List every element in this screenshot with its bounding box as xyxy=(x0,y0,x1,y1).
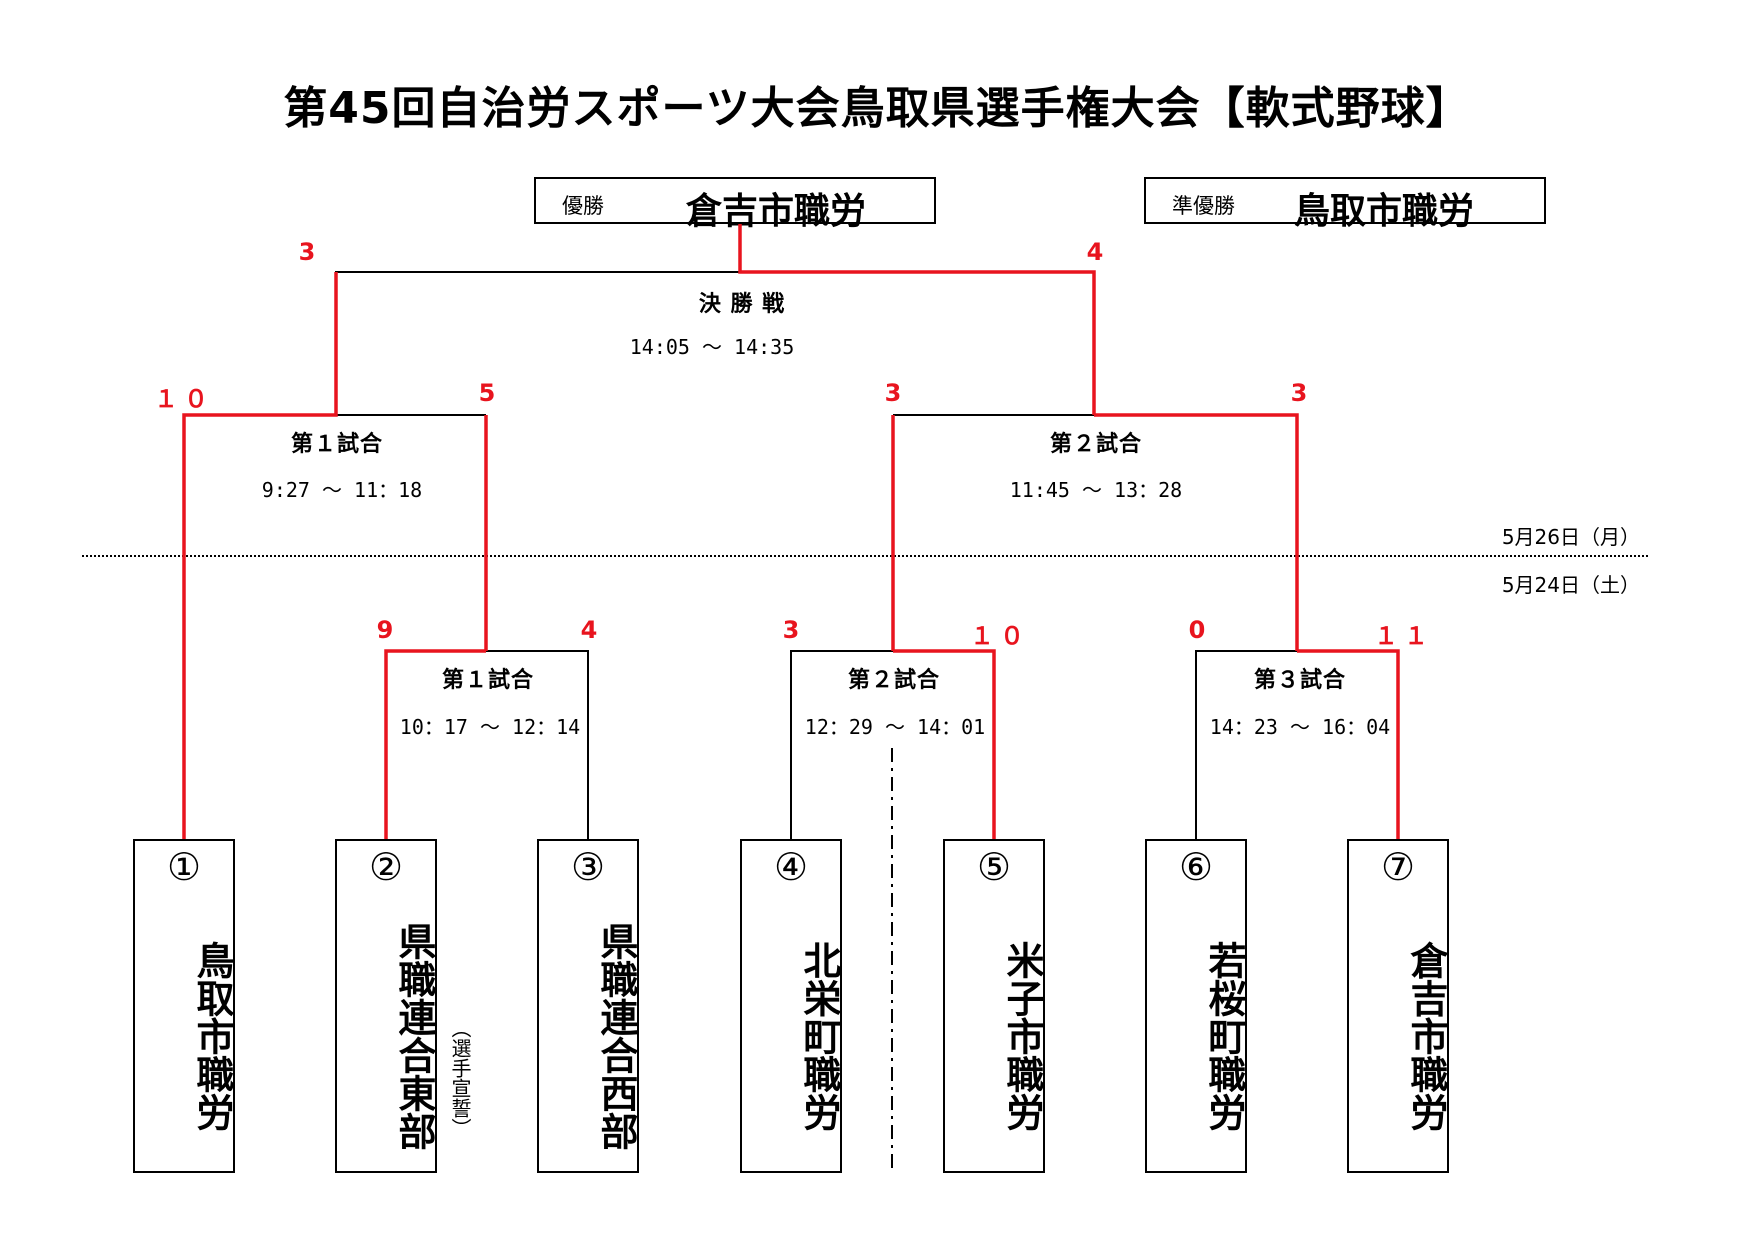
date-day2: 5月26日（月） xyxy=(1501,525,1640,549)
team-box-2: ② 県職連合東部 xyxy=(335,839,437,1173)
d1m3-left-line xyxy=(1195,650,1297,839)
runner-up-box: 準優勝 鳥取市職労 xyxy=(1144,177,1546,232)
d1m1-score-left: 9 xyxy=(376,616,400,644)
d2m1-label: 第１試合 xyxy=(290,432,383,457)
oath-note: （選手宣誓） xyxy=(448,1018,472,1138)
runner-up-label: 準優勝 xyxy=(1172,194,1235,218)
team-box-7: ⑦ 倉吉市職労 xyxy=(1347,839,1449,1173)
team-number: ③ xyxy=(570,845,606,889)
final-score-right: 4 xyxy=(1086,238,1110,266)
team-box-6: ⑥ 若桜町職労 xyxy=(1145,839,1247,1173)
d2m2-label: 第２試合 xyxy=(1049,432,1142,457)
team-number: ⑤ xyxy=(976,845,1012,889)
d1m2-score-left: 3 xyxy=(782,616,806,644)
team-box-4: ④ 北栄町職労 xyxy=(740,839,842,1173)
d1m2-winner-line xyxy=(893,649,996,839)
d1m3-score-right: １１ xyxy=(1374,622,1434,650)
d1m1-score-right: 4 xyxy=(580,616,604,644)
d2m1-winner-line xyxy=(182,272,338,839)
team-name: 倉吉市職労 xyxy=(1404,941,1448,1131)
d1m3-score-left: 0 xyxy=(1188,616,1212,644)
final-label: 決 勝 戦 xyxy=(698,292,786,317)
d1m1-label: 第１試合 xyxy=(441,668,534,693)
team-name: 鳥取市職労 xyxy=(190,941,234,1131)
team-box-5: ⑤ 米子市職労 xyxy=(943,839,1045,1173)
team-name: 米子市職労 xyxy=(1000,941,1044,1131)
d1m3-time: 14：23 ～ 16：04 xyxy=(1209,715,1391,739)
team-name: 県職連合西部 xyxy=(594,922,638,1150)
final-time: 14:05 ～ 14:35 xyxy=(629,335,795,359)
d1m3-label: 第３試合 xyxy=(1253,668,1346,693)
d2m2-score-left: 3 xyxy=(884,379,908,407)
team-name: 県職連合東部 xyxy=(392,922,436,1150)
d1m1-time: 10：17 ～ 12：14 xyxy=(399,715,581,739)
team-number: ④ xyxy=(773,845,809,889)
final-score-left: 3 xyxy=(298,238,322,266)
team-number: ⑥ xyxy=(1178,845,1214,889)
runner-up-team: 鳥取市職労 xyxy=(1294,191,1475,232)
d2m1-time: 9:27 ～ 11：18 xyxy=(261,478,423,502)
winner-box: 優勝 倉吉市職労 xyxy=(534,177,936,232)
d1m1-right-line xyxy=(486,650,589,839)
team-box-3: ③ 県職連合西部 xyxy=(537,839,639,1173)
d1m1-winner-line xyxy=(384,649,486,839)
d1m2-label: 第２試合 xyxy=(847,668,940,693)
d1m2-score-right: １０ xyxy=(970,622,1030,650)
date-day1: 5月24日（土） xyxy=(1501,573,1640,597)
team-number: ② xyxy=(368,845,404,889)
d1m2-time: 12：29 ～ 14：01 xyxy=(804,715,986,739)
d2m2-winner-line xyxy=(1094,413,1299,651)
final-winner-line xyxy=(738,224,1096,415)
winner-team: 倉吉市職労 xyxy=(686,191,867,232)
d1m2-left-line xyxy=(790,650,893,839)
d2m1-score-left: １０ xyxy=(154,385,214,413)
winner-label: 優勝 xyxy=(562,194,604,218)
d1m3-winner-line xyxy=(1297,649,1400,839)
team-name: 北栄町職労 xyxy=(797,941,841,1131)
page-title: 第45回自治労スポーツ大会鳥取県選手権大会【軟式野球】 xyxy=(283,83,1471,134)
team-number: ① xyxy=(166,845,202,889)
d2m2-score-right: 3 xyxy=(1290,379,1314,407)
team-number: ⑦ xyxy=(1380,845,1416,889)
d2m2-time: 11:45 ～ 13：28 xyxy=(1009,478,1183,502)
d2m1-score-right: 5 xyxy=(478,379,502,407)
team-name: 若桜町職労 xyxy=(1202,941,1246,1131)
team-box-1: ① 鳥取市職労 xyxy=(133,839,235,1173)
